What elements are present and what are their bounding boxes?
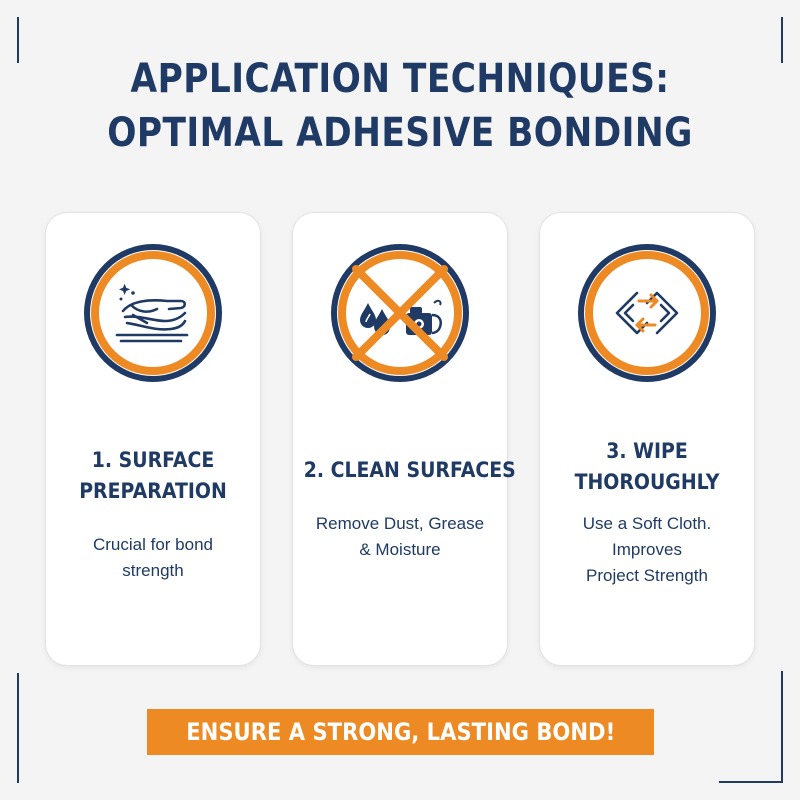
card-heading-line: THOROUGHLY [574,470,720,494]
corner-bracket-top-right [751,17,783,63]
title-line-2: OPTIMAL ADHESIVE BONDING [107,110,693,156]
card-heading: 1. SURFACE PREPARATION [57,445,250,507]
card-description-line: Use a Soft Cloth. [582,514,712,533]
card-heading: 3. WIPE THOROUGHLY [551,436,744,498]
card-heading-line: 1. SURFACE [91,448,215,472]
card-heading: 2. CLEAN SURFACES [303,455,516,486]
card-heading-line: 3. WIPE [606,439,688,463]
card-description: Use a Soft Cloth. Improves Project Stren… [540,511,754,589]
hand-wiping-icon [84,244,222,382]
step-card-clean-surfaces: 2. CLEAN SURFACES Remove Dust, Grease & … [292,212,516,666]
card-description-line: Improves [612,540,682,559]
call-to-action-banner: ENSURE A STRONG, LASTING BOND! [147,709,654,755]
step-card-surface-preparation: 1. SURFACE PREPARATION Crucial for bond … [45,212,261,666]
card-description: Remove Dust, Grease & Moisture [293,511,507,563]
card-heading-line: PREPARATION [79,479,227,503]
card-description-line: Remove Dust, Grease [315,514,485,533]
corner-bracket-top-left [17,17,19,63]
cycle-arrows-icon [578,244,716,382]
card-description-line: & Moisture [359,540,441,559]
no-contaminants-icon [331,244,469,382]
corner-bracket-bottom-left [17,673,49,783]
title-line-1: APPLICATION TECHNIQUES: [130,56,670,102]
card-description-line: Project Strength [586,566,708,585]
banner-text: ENSURE A STRONG, LASTING BOND! [186,718,615,746]
page-title: APPLICATION TECHNIQUES: OPTIMAL ADHESIVE… [56,52,744,160]
step-card-wipe-thoroughly: 3. WIPE THOROUGHLY Use a Soft Cloth. Imp… [539,212,755,666]
card-description-line: Crucial for bond [92,535,213,554]
corner-bracket-bottom-right [719,671,783,783]
card-description-line: strength [122,561,184,580]
card-description: Crucial for bond strength [46,532,260,584]
card-heading-line: 2. CLEAN SURFACES [303,458,516,482]
